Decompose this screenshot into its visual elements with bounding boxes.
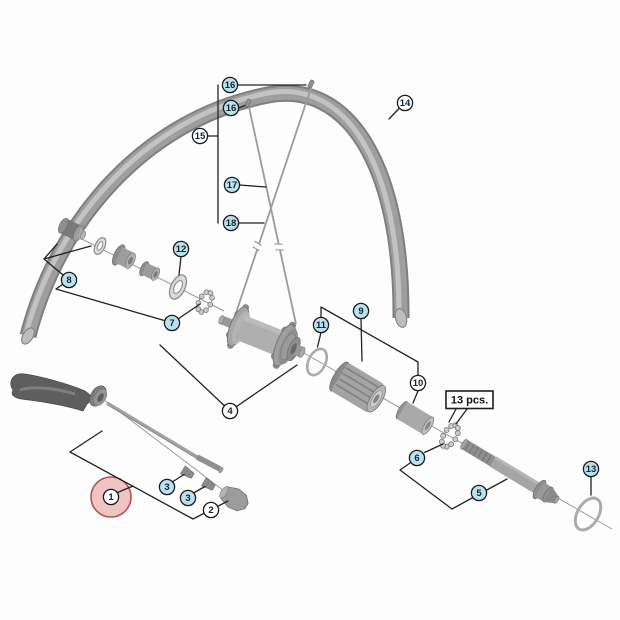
svg-text:16: 16 <box>225 80 236 91</box>
callout-2: 2 <box>202 501 220 519</box>
o-ring <box>305 347 329 377</box>
cone-washer <box>93 237 107 255</box>
hub-body <box>218 304 306 369</box>
callout-9: 9 <box>352 302 370 320</box>
quick-release-end-nut <box>219 486 249 512</box>
svg-text:4: 4 <box>227 406 233 417</box>
callout-14: 14 <box>396 94 414 112</box>
callout-8: 8 <box>60 271 78 289</box>
quick-release-lever <box>10 373 108 412</box>
svg-text:11: 11 <box>316 320 327 331</box>
leader-lines <box>43 84 592 520</box>
wheel-rim <box>19 84 410 345</box>
spoke-nipple <box>244 98 252 108</box>
svg-text:10: 10 <box>413 378 424 389</box>
axle <box>460 439 560 504</box>
svg-text:17: 17 <box>227 180 238 191</box>
svg-text:15: 15 <box>195 131 206 142</box>
spoke <box>232 87 312 325</box>
svg-text:9: 9 <box>358 306 363 317</box>
quick-release-spring <box>200 477 216 491</box>
freehub-body <box>329 361 386 413</box>
svg-text:8: 8 <box>66 275 71 286</box>
svg-text:13: 13 <box>586 464 597 475</box>
callout-3: 3 <box>158 478 176 496</box>
axle-o-ring <box>573 496 603 532</box>
svg-text:12: 12 <box>176 244 187 255</box>
ball-retainer <box>195 289 215 315</box>
hub-cone <box>139 261 161 281</box>
svg-text:2: 2 <box>208 505 213 516</box>
callout-7: 7 <box>163 314 181 332</box>
callout-12: 12 <box>172 240 190 258</box>
callout-4: 4 <box>221 402 239 420</box>
quick-release-spring <box>179 465 195 479</box>
quantity-label-text: 13 pcs. <box>451 395 488 407</box>
callout-16: 16 <box>222 99 240 117</box>
callout-16: 16 <box>221 76 239 94</box>
svg-text:7: 7 <box>169 318 174 329</box>
callout-11: 11 <box>312 316 330 334</box>
svg-text:14: 14 <box>400 98 411 109</box>
callout-3: 3 <box>179 489 197 507</box>
callout-15: 15 <box>191 127 209 145</box>
callout-13: 13 <box>582 460 600 478</box>
callout-10: 10 <box>409 374 427 392</box>
spacer-tube <box>395 401 435 435</box>
spoke-nipple <box>307 79 315 89</box>
quantity-label: 13 pcs. <box>445 390 494 410</box>
quick-release-skewer <box>106 401 224 474</box>
svg-text:5: 5 <box>476 488 482 499</box>
loose-ball-bearings <box>438 422 461 450</box>
svg-text:3: 3 <box>185 493 190 504</box>
callout-1: 1 <box>102 488 120 506</box>
callout-18: 18 <box>222 214 240 232</box>
hub-cone <box>111 244 136 269</box>
callout-17: 17 <box>223 176 241 194</box>
dust-cap <box>58 218 87 242</box>
seal-ring <box>168 274 188 300</box>
callout-5: 5 <box>470 484 488 502</box>
svg-text:1: 1 <box>108 492 114 503</box>
svg-text:16: 16 <box>226 103 237 114</box>
svg-text:3: 3 <box>164 482 169 493</box>
svg-text:18: 18 <box>226 218 237 229</box>
callout-6: 6 <box>408 449 426 467</box>
svg-text:6: 6 <box>414 453 419 464</box>
